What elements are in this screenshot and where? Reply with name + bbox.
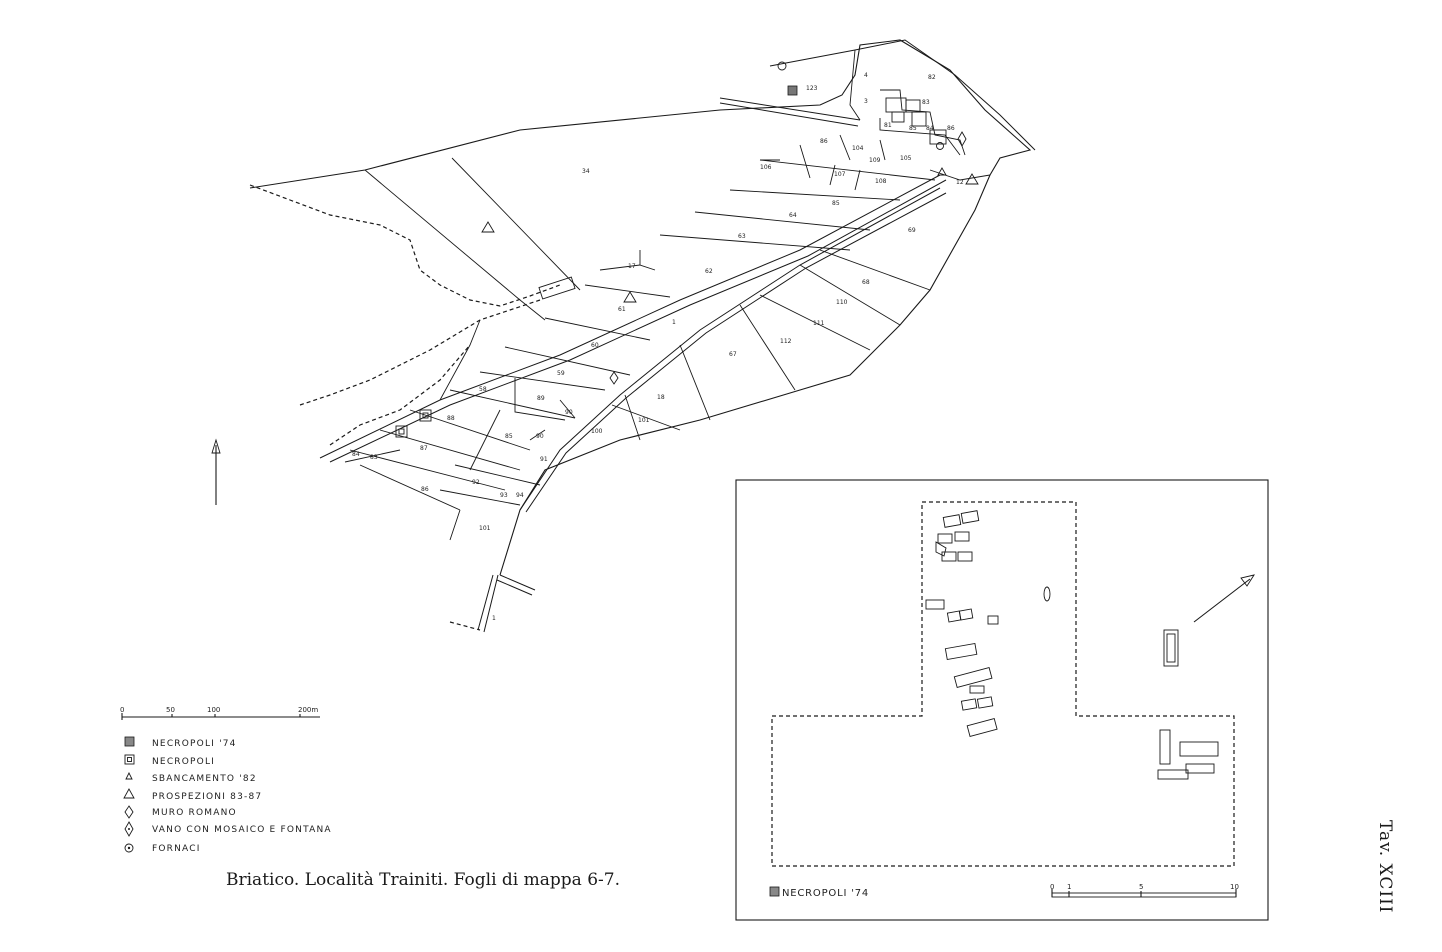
filled-square-icon bbox=[124, 736, 135, 747]
inset-scale-bar: 0 1 5 10 bbox=[1050, 883, 1239, 898]
parcel-number: 123 bbox=[806, 85, 818, 92]
diamond-icon bbox=[124, 805, 134, 819]
plate-number: Tav. XCIII bbox=[1375, 820, 1395, 914]
legend-label: PROSPEZIONI 83-87 bbox=[152, 792, 262, 802]
parcel-number: 68 bbox=[862, 279, 870, 286]
sbancamento-marker bbox=[937, 167, 947, 176]
parcel-number: 83 bbox=[922, 99, 930, 106]
parcel-number: 86 bbox=[820, 138, 828, 145]
parcel-number: 85 bbox=[832, 200, 840, 207]
double-square-icon bbox=[124, 754, 135, 765]
tomb-group bbox=[925, 510, 1219, 780]
necropoli-marker bbox=[419, 409, 432, 422]
parcel-number: 110 bbox=[836, 299, 848, 306]
parcel-number: 64 bbox=[789, 212, 797, 219]
parcel-number: 62 bbox=[705, 268, 713, 275]
parcel-number: 101 bbox=[638, 417, 650, 424]
plate-caption: Briatico. Località Trainiti. Fogli di ma… bbox=[226, 870, 620, 890]
necropoli-marker bbox=[395, 425, 408, 438]
parcel-number: 82 bbox=[928, 74, 936, 81]
parcel-number: 92 bbox=[472, 479, 480, 486]
diamond-dot-icon bbox=[124, 821, 134, 837]
legend-label: MURO ROMANO bbox=[152, 808, 237, 818]
parcel-number: 59 bbox=[557, 370, 565, 377]
parcel-number: 69 bbox=[908, 227, 916, 234]
fornaci-marker bbox=[777, 61, 787, 71]
legend-label: SBANCAMENTO '82 bbox=[152, 774, 257, 784]
scale-tick-label: 5 bbox=[1139, 883, 1143, 891]
parcel-number: 88 bbox=[447, 415, 455, 422]
fornaci-marker bbox=[936, 142, 944, 150]
parcel-number: 17 bbox=[628, 263, 636, 270]
prospezioni-marker bbox=[623, 291, 637, 303]
filled-square-icon bbox=[769, 886, 780, 897]
triangle-icon bbox=[123, 788, 135, 799]
parcel-number: 1 bbox=[672, 319, 676, 326]
legend-label: NECROPOLI '74 bbox=[152, 739, 237, 749]
vano-mosaico-marker bbox=[957, 131, 967, 147]
parcel-number: 12 bbox=[956, 179, 964, 186]
parcel-number: 67 bbox=[729, 351, 737, 358]
map-scale-bar: 0 50 100 200m bbox=[120, 706, 320, 720]
scale-tick-label: 0 bbox=[1050, 883, 1054, 891]
parcel-number: 87 bbox=[420, 445, 428, 452]
parcel-number: 86 bbox=[947, 125, 955, 132]
parcel-number: 58 bbox=[479, 386, 487, 393]
north-arrow bbox=[211, 438, 221, 505]
parcel-number: 89 bbox=[537, 395, 545, 402]
scale-tick-label: 0 bbox=[120, 706, 124, 714]
parcel-number: 86 bbox=[421, 486, 429, 493]
parcel-number: 100 bbox=[591, 428, 603, 435]
parcel-number: 81 bbox=[884, 122, 892, 129]
parcel-number: 84 bbox=[352, 451, 360, 458]
inset-legend-label: NECROPOLI '74 bbox=[782, 888, 869, 899]
parcel-number: 18 bbox=[657, 394, 665, 401]
small-triangle-icon bbox=[125, 771, 133, 780]
parcel-number: 108 bbox=[875, 178, 887, 185]
legend-label: VANO CON MOSAICO E FONTANA bbox=[152, 825, 332, 835]
scale-tick-label: 200m bbox=[298, 706, 318, 714]
scale-tick-label: 10 bbox=[1230, 883, 1239, 891]
parcel-number: 112 bbox=[780, 338, 792, 345]
circle-dot-icon bbox=[124, 843, 134, 853]
inset-necropoli-plan: NECROPOLI '74 0 1 5 10 bbox=[735, 479, 1269, 921]
parcel-number: 4 bbox=[864, 72, 868, 79]
parcel-number: 111 bbox=[813, 320, 825, 327]
scale-tick-label: 100 bbox=[207, 706, 220, 714]
prospezioni-marker bbox=[481, 221, 495, 233]
legend-label: NECROPOLI bbox=[152, 757, 215, 767]
inset-north-arrow bbox=[1193, 574, 1255, 623]
scale-tick-label: 50 bbox=[166, 706, 175, 714]
legend-label: FORNACI bbox=[152, 844, 201, 854]
parcel-number: 60 bbox=[591, 342, 599, 349]
parcel-number: 91 bbox=[540, 456, 548, 463]
parcel-number: 107 bbox=[834, 171, 846, 178]
scale-tick-label: 1 bbox=[1067, 883, 1071, 891]
map-legend: NECROPOLI '74 NECROPOLI SBANCAMENTO '82 … bbox=[123, 736, 332, 854]
parcel-number: 104 bbox=[852, 145, 864, 152]
prospezioni-marker bbox=[965, 173, 979, 185]
parcel-number: 101 bbox=[479, 525, 491, 532]
parcel-number: 84 bbox=[926, 125, 934, 132]
parcel-number: 90 bbox=[536, 433, 544, 440]
parcel-number: 106 bbox=[760, 164, 772, 171]
parcel-number: 94 bbox=[516, 492, 524, 499]
parcel-number: 1 bbox=[492, 615, 496, 622]
parcel-number: 85 bbox=[505, 433, 513, 440]
parcel-number: 85 bbox=[909, 125, 917, 132]
parcel-number: 3 bbox=[864, 98, 868, 105]
parcel-number: 61 bbox=[618, 306, 626, 313]
parcel-number: 109 bbox=[869, 157, 881, 164]
muro-romano-marker bbox=[609, 371, 619, 385]
parcel-number: 83 bbox=[370, 454, 378, 461]
parcel-number: 105 bbox=[900, 155, 912, 162]
necropoli-74-marker bbox=[787, 85, 798, 96]
parcel-number: 63 bbox=[738, 233, 746, 240]
parcel-number: 90 bbox=[565, 409, 573, 416]
parcel-number: 93 bbox=[500, 492, 508, 499]
parcel-number: 34 bbox=[582, 168, 590, 175]
